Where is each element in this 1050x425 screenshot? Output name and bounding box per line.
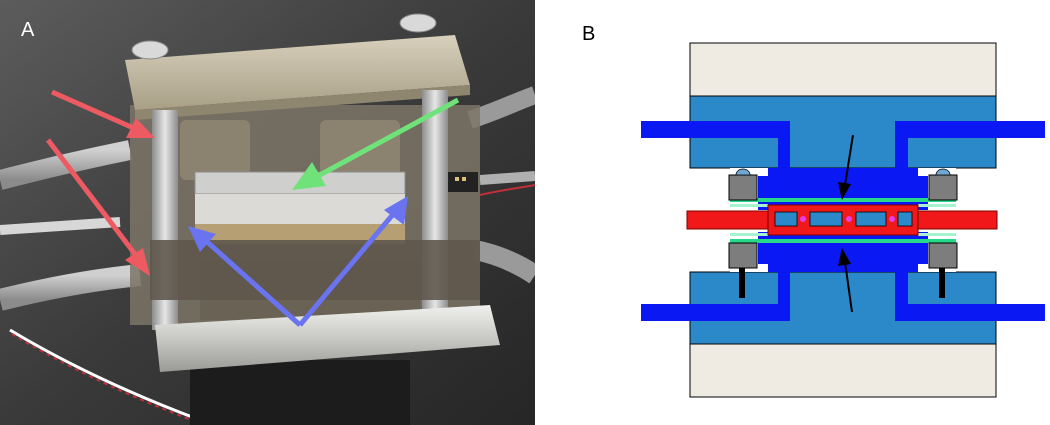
upper-channel	[641, 121, 1045, 210]
lower-channel	[641, 232, 1045, 321]
photo-panel: A	[0, 0, 535, 425]
bottom-frame-block	[689, 343, 997, 398]
sample-cells	[774, 211, 913, 227]
connector-right	[448, 172, 478, 192]
bolt-left	[131, 40, 169, 60]
bolt-right	[399, 13, 437, 33]
lower-plate	[150, 240, 480, 300]
magenta-dots	[800, 216, 895, 222]
clamp-blocks	[728, 168, 958, 298]
top-plate	[125, 35, 470, 110]
front-bar	[155, 305, 500, 372]
blue-arrows	[188, 196, 408, 327]
schematic-panel: B	[582, 23, 1045, 398]
panel-b-label: B	[582, 23, 595, 45]
cables-left	[0, 140, 203, 425]
green-arrow	[292, 97, 460, 190]
red-arrows	[46, 89, 155, 276]
base-block	[190, 360, 410, 425]
gasket-lines	[730, 198, 956, 243]
compression-arrows	[838, 134, 854, 313]
top-frame-block	[689, 42, 997, 97]
panel-a-label: A	[21, 19, 35, 41]
